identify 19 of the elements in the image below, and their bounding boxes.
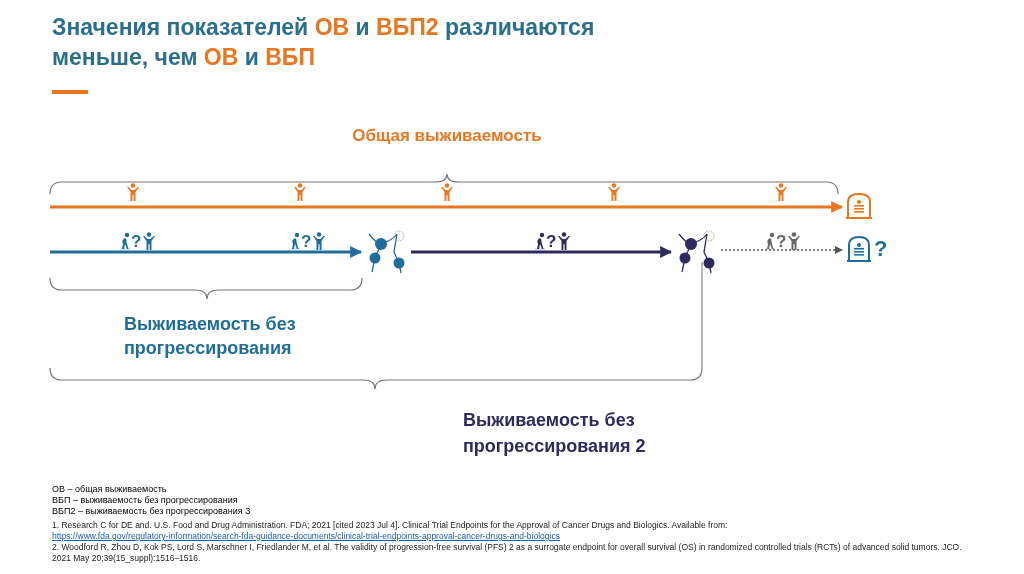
question-mark: ? xyxy=(301,233,312,250)
arrow xyxy=(411,246,673,258)
arrow xyxy=(50,246,363,258)
brace-label: Выживаемость без прогрессирования 2 xyxy=(463,409,647,458)
reference-text: 2. Woodford R, Zhou D, Kok PS, Lord S, Marschner I, Friedlander M, et al. The validity of progression-free survival (PFS) 2 as a surrogate endpoint for overall survival (OS) in randomized controlled trials (RCTs) of advanced solid tumors. JCO. 2021 May 20;39(15_suppl):1516–1516. xyxy=(52,542,963,564)
reference-link: https://www.fda.gov/regulatory-information/search-fda-guidance-documents/clinical-trial-endpoints-approval-cancer-drugs-and-biologics xyxy=(52,531,560,541)
brace-label: Выживаемость без прогрессирования xyxy=(124,313,297,360)
abbreviation-note: ОВ – общая выживаемость xyxy=(52,484,168,495)
brace-label: Общая выживаемость xyxy=(351,126,543,146)
title: Значения показателей ОВ и ВБП2 различаются меньше, чем ОВ и ВБП xyxy=(52,13,596,72)
question-mark: ? xyxy=(546,233,557,250)
question-mark: ? xyxy=(131,233,142,250)
question-mark: ? xyxy=(874,236,888,262)
arrow xyxy=(720,246,843,254)
question-mark: ? xyxy=(776,233,787,250)
reference-text: 1. Research C for DE and. U.S. Food and Drug Administration. FDA; 2021 [cited 2023 Jul 4]. Clinical Trial Endpoints for the Approval of Cancer Drugs and Biologics. Available from: xyxy=(52,520,728,530)
abbreviation-note: ВБП2 – выживаемость без прогрессирования 3 xyxy=(52,506,252,517)
abbreviation-note: ВБП – выживаемость без прогрессирования xyxy=(52,495,239,506)
arrow xyxy=(50,201,844,213)
